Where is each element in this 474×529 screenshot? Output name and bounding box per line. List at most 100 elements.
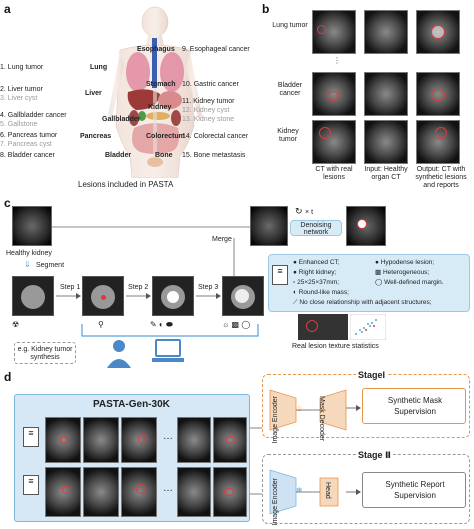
lesion-marker <box>224 488 234 496</box>
panel-label-b: b <box>262 2 270 16</box>
stage1-network <box>269 389 347 431</box>
ct-lung-real <box>312 10 356 54</box>
lesion-marker <box>431 89 445 101</box>
lesion-item-4: 4. Gallbladder cancer <box>0 112 67 119</box>
organ-label-liver: Liver <box>85 90 102 97</box>
healthy-kidney-label: Healthy kidney <box>6 250 52 257</box>
dataset-ct-1 <box>45 417 81 463</box>
denoising-network-box: Denoising network <box>290 220 342 236</box>
lesion-marker <box>306 320 318 332</box>
lesion-item-15: 15. Bone metastasis <box>182 152 246 159</box>
texture-scatter-plot <box>350 314 386 340</box>
ct-bladder-healthy <box>364 72 408 116</box>
lesion-marker <box>327 91 339 101</box>
step3-label: Step 3 <box>198 284 219 291</box>
row-label-kidney-tumor: Kidney tumor <box>277 128 299 143</box>
stage1-arrow <box>346 405 361 411</box>
step1-arrow <box>56 293 81 299</box>
organ-label-pancreas: Pancreas <box>80 133 112 140</box>
step2-arrow <box>126 293 151 299</box>
lesion-marker <box>136 484 146 494</box>
panel-a-caption: Lesions included in PASTA <box>78 180 174 189</box>
ct-denoise-input <box>250 206 288 246</box>
panel-label-c: c <box>4 196 11 210</box>
shape-tools-icons: ✎ ◐ ⬬ <box>150 320 173 329</box>
organ-label-lung: Lung <box>90 64 108 71</box>
lesion-marker <box>431 25 445 39</box>
panel-c-bracket <box>81 324 259 337</box>
stage2-label: Stage Ⅱ <box>356 450 393 461</box>
human-body-illustration <box>108 6 202 178</box>
texture-stats-label: Real lesion texture statistics <box>292 343 379 350</box>
row-label-bladder-cancer: Bladder cancer <box>277 82 303 97</box>
organ-label-gallbladder: Gallbladder <box>102 116 141 123</box>
ct-denoise-output <box>346 206 386 246</box>
ct-bladder-real <box>312 72 356 116</box>
organ-label-stomach: Stomach <box>146 81 176 88</box>
lesion-marker <box>357 219 367 229</box>
report-icon: ≡ <box>23 427 39 447</box>
ct-kidney-healthy <box>364 120 408 164</box>
location-pin-icon: ⚲ <box>98 320 104 329</box>
ct-kidney-real <box>312 120 356 164</box>
dataset-ct-7 <box>83 467 119 517</box>
merge-label: Merge <box>212 236 232 243</box>
ct-kidney-synthetic <box>416 120 460 164</box>
organ-label-kidney: Kidney <box>148 104 172 111</box>
step1-mask <box>82 276 124 316</box>
lesion-marker <box>317 25 326 34</box>
dataset-box: PASTA-Gen-30K ≡ ≡ … … <box>14 394 250 522</box>
sup2-box: Synthetic Report Supervision <box>362 472 466 508</box>
lesion-item-13: 13. Kidney stone <box>182 116 235 123</box>
organ-label-bladder: Bladder <box>105 152 132 159</box>
step0-mask <box>12 276 54 316</box>
lesion-marker <box>138 434 148 444</box>
merge-line <box>52 224 258 230</box>
snowflake-icon: ❄ <box>296 486 303 495</box>
document-icon: ≡ <box>272 265 288 285</box>
dataset-ct-4 <box>177 417 211 463</box>
vertical-ellipsis: ⋮ <box>333 56 341 65</box>
report-item-2: ● Hypodense lesion; <box>375 259 435 266</box>
panel-label-d: d <box>4 370 12 384</box>
organ-label-colorectum: Colorectum <box>146 133 185 140</box>
lesion-marker <box>62 486 70 494</box>
dataset-ct-9 <box>177 467 211 517</box>
lesion-item-14: 14. Colorectal cancer <box>182 133 249 140</box>
organ-label-esophagus: Esophagus <box>137 46 175 53</box>
denoising-network-label: Denoising network <box>300 222 332 236</box>
panel-label-a: a <box>4 2 11 16</box>
lesion-item-7: 7. Pancreas cyst <box>0 141 52 148</box>
texture-ct-thumbnail <box>298 314 348 340</box>
stage1-encoder-label: Image Encoder <box>272 396 279 444</box>
fire-icon: ♨ <box>296 404 304 413</box>
report-item-3: ● Right kidney; <box>293 269 337 276</box>
doctor-icon <box>107 340 131 368</box>
stage1-decoder-label: Mask Decoder <box>318 396 325 442</box>
down-arrow-icon: ⇓ <box>24 260 31 269</box>
laptop-icon <box>152 339 184 362</box>
ct-healthy-kidney <box>12 206 52 246</box>
report-box: ≡ ● Enhanced CT; ● Hypodense lesion; ● R… <box>268 254 470 312</box>
lesion-item-5: 5. Gallstone <box>0 121 38 128</box>
sup1-label: Synthetic Mask Supervision <box>387 396 443 416</box>
lesion-item-8: 8. Bladder cancer <box>0 152 55 159</box>
report-item-4: ▩ Heterogeneous; <box>375 269 430 276</box>
col2-caption: Input: Healthy organ CT <box>364 166 408 181</box>
col3-caption: Output: CT with synthetic lesions and re… <box>415 166 467 189</box>
loop-icon: ↻ × t <box>295 206 314 216</box>
organ-label-bone: Bone <box>155 152 173 159</box>
example-box: e.g. Kidney tumor synthesis <box>14 342 76 364</box>
ct-lung-synthetic <box>416 10 460 54</box>
sup1-box: Synthetic Mask Supervision <box>362 388 466 424</box>
lesion-marker <box>319 127 331 139</box>
stage2-encoder-label: Image Encoder <box>272 478 279 526</box>
ellipsis-2: … <box>163 483 173 494</box>
stage1-label: StageI <box>356 370 388 380</box>
col1-caption: CT with real lesions <box>315 166 353 181</box>
lesion-item-2: 2. Liver tumor <box>0 86 43 93</box>
lesion-item-1: 1. Lung tumor <box>0 64 44 71</box>
dataset-title: PASTA-Gen-30K <box>93 399 170 410</box>
step2-label: Step 2 <box>128 284 149 291</box>
lesion-item-6: 6. Pancreas tumor <box>0 132 58 139</box>
